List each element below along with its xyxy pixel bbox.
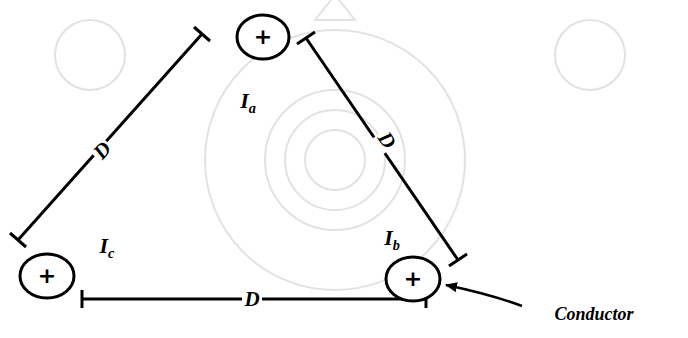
dimension-label: D [373, 126, 401, 154]
dimension-tick [194, 27, 210, 41]
polarity-sign: + [254, 26, 272, 48]
polarity-sign: + [38, 265, 56, 287]
dimension-tick [81, 290, 84, 308]
dimension-line [306, 38, 458, 260]
leader-arrow [446, 285, 522, 306]
conductor-circle: + [384, 255, 442, 303]
dimension-label: D [89, 136, 117, 164]
conductor-circle: + [235, 13, 291, 61]
part-label: Conductor [554, 305, 633, 323]
dimension-tick [449, 254, 467, 266]
current-label: Ia [240, 90, 256, 115]
dimension-tick [10, 233, 26, 247]
dimension-tick [297, 32, 315, 44]
dimension-label: D [242, 289, 261, 310]
polarity-sign: + [404, 268, 422, 290]
current-label: Ib [384, 227, 400, 252]
conductor-circle: + [18, 252, 76, 300]
dimension-line [18, 34, 202, 240]
current-label: Ic [100, 235, 115, 260]
